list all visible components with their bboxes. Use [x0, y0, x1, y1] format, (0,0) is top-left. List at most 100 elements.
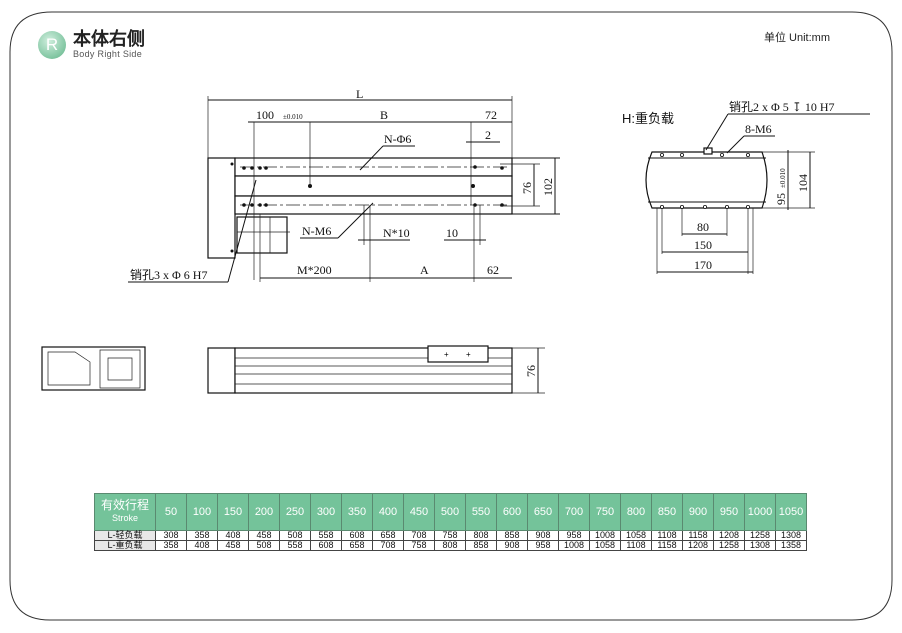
svg-text:2: 2 — [485, 128, 491, 142]
stroke-value: 250 — [279, 493, 311, 531]
svg-text:100: 100 — [256, 108, 274, 122]
length-value: 308 — [155, 530, 187, 541]
svg-text:10: 10 — [446, 226, 458, 240]
stroke-value: 350 — [341, 493, 373, 531]
svg-text:L: L — [356, 87, 363, 101]
length-value: 658 — [341, 540, 373, 551]
stroke-value: 600 — [496, 493, 528, 531]
length-value: 608 — [310, 540, 342, 551]
end-view: H:重负载 销孔2 x Φ 5 ↧ 10 H7 8-M6 95 ±0.010 1… — [622, 100, 870, 274]
svg-text:80: 80 — [697, 220, 709, 234]
svg-text:±0.010: ±0.010 — [283, 113, 303, 121]
svg-text:±0.010: ±0.010 — [779, 168, 787, 188]
svg-text:76: 76 — [520, 182, 534, 194]
length-value: 458 — [217, 540, 249, 551]
length-value: 708 — [403, 530, 435, 541]
stroke-value: 550 — [465, 493, 497, 531]
stroke-value: 450 — [403, 493, 435, 531]
stroke-value: 200 — [248, 493, 280, 531]
length-value: 358 — [186, 530, 218, 541]
svg-text:76: 76 — [524, 365, 538, 377]
length-value: 558 — [310, 530, 342, 541]
length-value: 608 — [341, 530, 373, 541]
length-value: 358 — [155, 540, 187, 551]
stroke-value: 1000 — [744, 493, 776, 531]
svg-text:+: + — [444, 350, 449, 359]
length-value: 458 — [248, 530, 280, 541]
length-value: 808 — [465, 530, 497, 541]
svg-text:H:重负载: H:重负载 — [622, 111, 674, 126]
svg-text:N-M6: N-M6 — [302, 224, 331, 238]
length-value: 908 — [527, 530, 559, 541]
length-value: 558 — [279, 540, 311, 551]
length-value: 508 — [279, 530, 311, 541]
length-value: 1158 — [682, 530, 714, 541]
length-value: 1058 — [589, 540, 621, 551]
stroke-value: 1050 — [775, 493, 807, 531]
svg-text:104: 104 — [796, 174, 810, 192]
length-value: 1008 — [589, 530, 621, 541]
length-value: 808 — [434, 540, 466, 551]
svg-text:150: 150 — [694, 238, 712, 252]
svg-text:62: 62 — [487, 263, 499, 277]
stroke-value: 800 — [620, 493, 652, 531]
svg-text:72: 72 — [485, 108, 497, 122]
length-value: 758 — [434, 530, 466, 541]
stroke-value: 300 — [310, 493, 342, 531]
section-title: 本体右侧 — [73, 29, 145, 49]
svg-text:N-Φ6: N-Φ6 — [384, 132, 411, 146]
stroke-value: 700 — [558, 493, 590, 531]
stroke-header-en: Stroke — [111, 513, 138, 523]
stroke-value: 950 — [713, 493, 745, 531]
length-value: 1208 — [682, 540, 714, 551]
length-value: 1058 — [620, 530, 652, 541]
stroke-header-cn: 有效行程 — [100, 498, 149, 512]
svg-text:8-M6: 8-M6 — [745, 122, 772, 136]
svg-text:170: 170 — [694, 258, 712, 272]
length-value: 758 — [403, 540, 435, 551]
section-logo: R 本体右侧 Body Right Side — [38, 30, 145, 59]
svg-text:102: 102 — [541, 178, 555, 196]
stroke-value: 150 — [217, 493, 249, 531]
stroke-value: 650 — [527, 493, 559, 531]
length-value: 1108 — [651, 530, 683, 541]
stroke-value: 750 — [589, 493, 621, 531]
length-value: 408 — [217, 530, 249, 541]
stroke-value: 850 — [651, 493, 683, 531]
svg-text:B: B — [380, 108, 388, 122]
length-value: 1258 — [744, 530, 776, 541]
length-value: 508 — [248, 540, 280, 551]
top-view: L 100 ±0.010 B 72 2 N-Φ6 76 102 N-M6 N*1… — [128, 87, 560, 283]
length-value: 708 — [372, 540, 404, 551]
length-value: 1358 — [775, 540, 807, 551]
stroke-value: 400 — [372, 493, 404, 531]
stroke-value: 900 — [682, 493, 714, 531]
stroke-value: 100 — [186, 493, 218, 531]
length-value: 858 — [496, 530, 528, 541]
unit-label: 单位 Unit:mm — [764, 32, 830, 44]
length-value: 1308 — [744, 540, 776, 551]
length-value: 1108 — [620, 540, 652, 551]
row-label: L-轻负载 — [94, 530, 156, 541]
length-value: 1308 — [775, 530, 807, 541]
length-value: 408 — [186, 540, 218, 551]
svg-text:N*10: N*10 — [383, 226, 410, 240]
length-value: 958 — [527, 540, 559, 551]
length-value: 858 — [465, 540, 497, 551]
page-frame — [9, 11, 893, 621]
length-value: 1208 — [713, 530, 745, 541]
length-value: 1158 — [651, 540, 683, 551]
row-label: L-重负载 — [94, 540, 156, 551]
svg-text:M*200: M*200 — [297, 263, 332, 277]
stroke-value: 500 — [434, 493, 466, 531]
length-value: 958 — [558, 530, 590, 541]
side-view: ++ 76 — [41, 345, 545, 394]
length-value: 658 — [372, 530, 404, 541]
